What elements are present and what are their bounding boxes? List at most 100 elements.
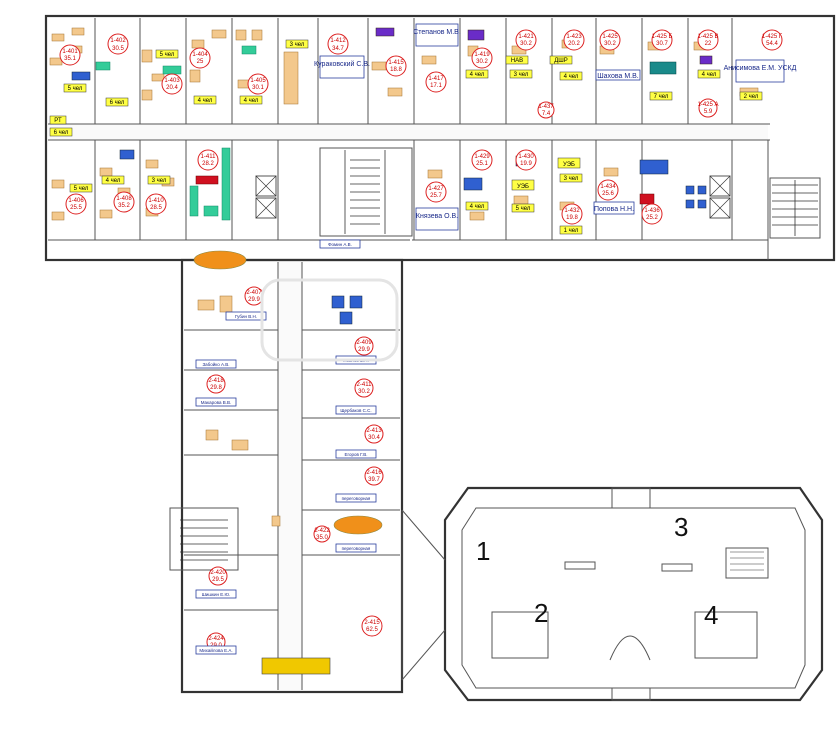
svg-text:5 чел: 5 чел <box>516 206 531 212</box>
headcount-tag: 4 чел <box>101 175 125 185</box>
svg-text:1-425 В: 1-425 В <box>697 34 718 40</box>
svg-text:Князева О.В.: Князева О.В. <box>416 213 458 220</box>
svg-text:7 чел: 7 чел <box>654 94 669 100</box>
svg-text:5 чел: 5 чел <box>68 86 83 92</box>
vertical-wing <box>169 250 404 694</box>
svg-text:2-418: 2-418 <box>208 378 224 384</box>
svg-text:Анисимова Е.М. УСКД: Анисимова Е.М. УСКД <box>724 65 797 72</box>
svg-text:30.7: 30.7 <box>656 41 668 47</box>
headcount-tag: 4 чел <box>239 95 263 105</box>
headcount-tag: 7 чел <box>649 91 673 101</box>
hall-block-2 <box>491 611 549 659</box>
svg-text:Макарова В.В.: Макарова В.В. <box>201 400 231 405</box>
occupant-label: Попова Н.Н. <box>593 201 635 215</box>
svg-text:1-427: 1-427 <box>428 186 444 192</box>
svg-text:1-425 Г: 1-425 Г <box>762 34 783 40</box>
occupant-label: Губин В.Н. <box>225 311 267 321</box>
svg-text:Фомин А.В.: Фомин А.В. <box>328 242 352 247</box>
elevator-block-east <box>709 175 731 219</box>
headcount-tag: 5 чел <box>69 183 93 193</box>
svg-text:1-412: 1-412 <box>330 38 346 44</box>
svg-text:4 чел: 4 чел <box>198 98 213 104</box>
svg-text:54.4: 54.4 <box>766 41 778 47</box>
svg-text:25.6: 25.6 <box>602 191 614 197</box>
svg-text:УЭБ: УЭБ <box>563 162 575 168</box>
svg-text:1-434: 1-434 <box>600 184 616 190</box>
section-number-2: 2 <box>534 598 548 628</box>
department-tag: ДШР <box>549 55 573 65</box>
svg-text:1-405: 1-405 <box>250 78 266 84</box>
svg-text:35.0: 35.0 <box>316 535 328 541</box>
headcount-tag: 4 чел <box>697 69 721 79</box>
svg-text:4 чел: 4 чел <box>106 178 121 184</box>
svg-text:1-432: 1-432 <box>564 208 580 214</box>
svg-text:1-423: 1-423 <box>566 34 582 40</box>
svg-text:34.7: 34.7 <box>332 46 344 52</box>
svg-text:25.2: 25.2 <box>646 215 658 221</box>
department-tags: УЭБ УЭБ ДШР РТ НАВ <box>49 55 581 191</box>
svg-text:4 чел: 4 чел <box>244 98 259 104</box>
svg-text:7.4: 7.4 <box>542 111 551 117</box>
east-staircase <box>769 177 821 239</box>
department-tag: РТ <box>49 115 67 125</box>
svg-text:5.9: 5.9 <box>704 109 713 115</box>
hall-block-4 <box>694 611 758 659</box>
svg-text:3 чел: 3 чел <box>564 176 579 182</box>
headcount-tag: 3 чел <box>147 175 171 185</box>
department-tag: НАВ <box>505 55 529 65</box>
svg-text:1-408: 1-408 <box>116 196 132 202</box>
headcount-tag: 3 чел <box>509 69 533 79</box>
svg-text:1-415: 1-415 <box>388 60 404 66</box>
svg-text:1-425 А: 1-425 А <box>697 102 718 108</box>
occupant-labels: Кураковский С.В. Степанов М.В. Шахова М.… <box>195 23 797 655</box>
north-corridor <box>48 124 768 140</box>
svg-text:25: 25 <box>197 59 204 65</box>
svg-text:25.5: 25.5 <box>70 205 82 211</box>
svg-text:35.1: 35.1 <box>64 56 76 62</box>
svg-text:30.2: 30.2 <box>476 59 488 65</box>
svg-text:Шишкин Е.Ю.: Шишкин Е.Ю. <box>202 592 231 597</box>
svg-text:2-415: 2-415 <box>364 620 380 626</box>
svg-text:39.7: 39.7 <box>368 477 380 483</box>
svg-text:3 чел: 3 чел <box>290 42 305 48</box>
headcount-tag: 6 чел <box>105 97 129 107</box>
headcount-tag: 5 чел <box>155 49 179 59</box>
meeting-table-north <box>193 250 247 270</box>
svg-text:1-404: 1-404 <box>192 52 208 58</box>
svg-text:20.4: 20.4 <box>166 85 178 91</box>
svg-text:2-409: 2-409 <box>356 340 372 346</box>
svg-text:Степанов М.В.: Степанов М.В. <box>413 29 461 36</box>
svg-text:2-424: 2-424 <box>208 636 224 642</box>
svg-text:22: 22 <box>705 41 712 47</box>
svg-text:1-401: 1-401 <box>62 49 78 55</box>
svg-text:2-420: 2-420 <box>210 570 226 576</box>
svg-text:19.8: 19.8 <box>566 215 578 221</box>
svg-text:29.8: 29.8 <box>210 385 222 391</box>
occupant-label: Кураковский С.В. <box>314 55 370 79</box>
headcount-tag: 1 чел <box>559 225 583 235</box>
headcount-tag: 4 чел <box>465 201 489 211</box>
svg-text:25.1: 25.1 <box>476 161 488 167</box>
occupant-label: Щербаков С.С. <box>335 405 377 415</box>
headcount-tags: 5 чел 6 чел 5 чел 4 чел 4 чел 3 чел 4 че… <box>49 39 763 235</box>
room-badge: 1-425 В22 <box>697 29 719 51</box>
svg-text:4 чел: 4 чел <box>470 72 485 78</box>
svg-text:1-402: 1-402 <box>110 38 126 44</box>
headcount-tag: 4 чел <box>465 69 489 79</box>
svg-text:4 чел: 4 чел <box>564 74 579 80</box>
svg-text:20.2: 20.2 <box>568 41 580 47</box>
